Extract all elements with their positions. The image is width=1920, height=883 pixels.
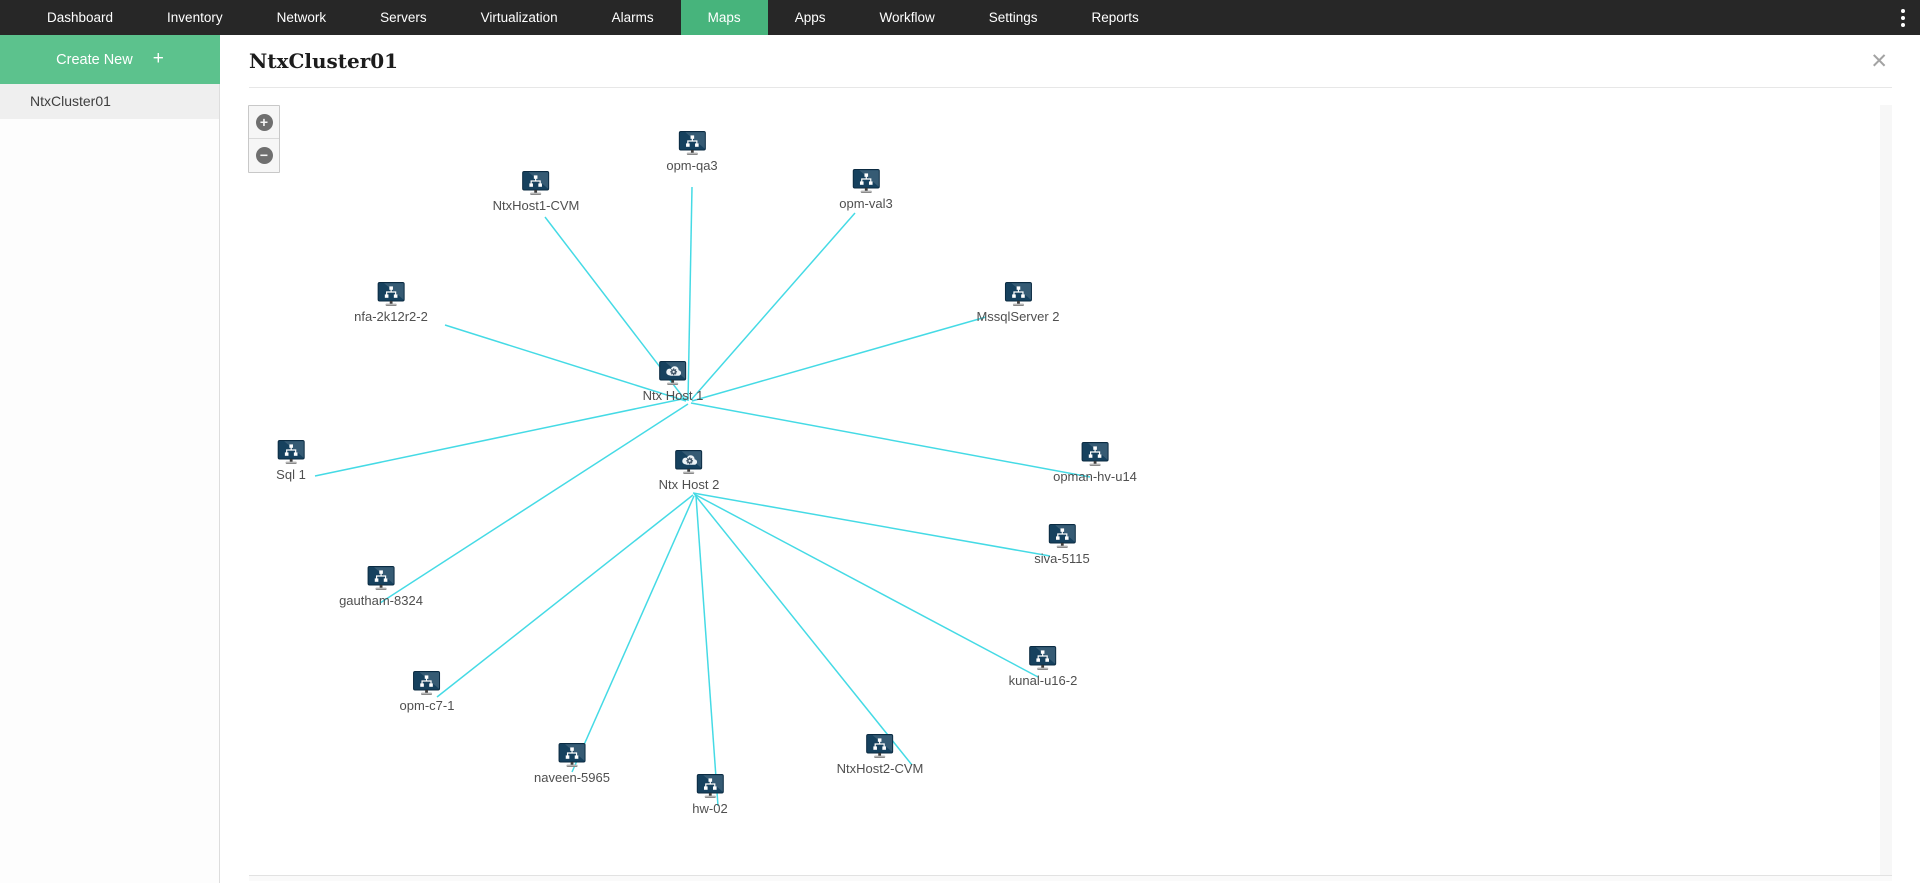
top-nav: Dashboard Inventory Network Servers Virtuali…	[0, 0, 1920, 35]
server-monitor-icon	[1048, 524, 1076, 550]
create-new-button[interactable]: Create New +	[0, 35, 220, 84]
page-title: NtxCluster01	[249, 49, 399, 73]
server-monitor-icon	[277, 440, 305, 466]
node-label: Sql 1	[276, 467, 306, 482]
edge-opm-val3-ntx-host-1	[690, 212, 856, 401]
nav-tabs: Dashboard Inventory Network Servers Virtuali…	[0, 0, 1166, 35]
nav-tab-workflow[interactable]: Workflow	[879, 10, 935, 25]
server-monitor-icon	[852, 169, 880, 195]
host-cloud-gear-icon	[675, 450, 703, 476]
node-label: MssqlServer 2	[976, 309, 1060, 324]
node-nfa-2k12r2-2[interactable]: nfa-2k12r2-2	[354, 282, 428, 324]
node-ntxhost1-cvm[interactable]: NtxHost1-CVM	[492, 171, 580, 213]
close-icon[interactable]: ✕	[1870, 49, 1888, 73]
nav-tab-dashboard[interactable]: Dashboard	[47, 10, 114, 25]
edge-mssqlserver-2-ntx-host-1	[691, 316, 987, 402]
node-siva-5115[interactable]: siva-5115	[1034, 524, 1090, 566]
nav-tab-inventory[interactable]: Inventory	[167, 10, 223, 25]
server-monitor-icon	[522, 171, 550, 197]
edge-naveen-5965-ntx-host-2	[571, 495, 695, 773]
node-hw-02[interactable]: hw-02	[692, 774, 728, 816]
sidebar-item-ntxcluster01[interactable]: NtxCluster01	[0, 84, 219, 119]
node-label: gautham-8324	[339, 593, 423, 608]
server-monitor-icon	[678, 131, 706, 157]
host-cloud-gear-icon	[659, 361, 687, 387]
edge-opm-c7-1-ntx-host-2	[436, 494, 694, 698]
node-label: kunal-u16-2	[1008, 673, 1078, 688]
node-mssqlserver-2[interactable]: MssqlServer 2	[976, 282, 1060, 324]
nav-tab-apps[interactable]: Apps	[794, 10, 826, 25]
edge-siva-5115-ntx-host-2	[692, 492, 1051, 557]
edge-gautham-8324-ntx-host-1	[379, 403, 689, 604]
kebab-menu-icon[interactable]	[1892, 0, 1914, 35]
node-ntx-host-1[interactable]: Ntx Host 1	[642, 361, 704, 403]
nav-tab-settings[interactable]: Settings	[988, 10, 1038, 25]
node-sql-1[interactable]: Sql 1	[276, 440, 306, 482]
server-monitor-icon	[377, 282, 405, 308]
node-ntxhost2-cvm[interactable]: NtxHost2-CVM	[836, 734, 924, 776]
node-opm-c7-1[interactable]: opm-c7-1	[399, 671, 455, 713]
nav-tab-maps[interactable]: Maps	[680, 0, 768, 35]
horizontal-scrollbar[interactable]	[249, 875, 1892, 881]
server-monitor-icon	[1029, 646, 1057, 672]
node-label: opman-hv-u14	[1053, 469, 1137, 484]
zoom-in-button[interactable]: +	[249, 106, 279, 139]
edge-ntxhost2-cvm-ntx-host-2	[694, 494, 913, 766]
sidebar-list: NtxCluster01	[0, 84, 219, 119]
node-label: opm-c7-1	[399, 698, 455, 713]
node-naveen-5965[interactable]: naveen-5965	[534, 743, 610, 785]
plus-icon: +	[152, 47, 164, 69]
server-monitor-icon	[413, 671, 441, 697]
node-label: nfa-2k12r2-2	[354, 309, 428, 324]
server-monitor-icon	[367, 566, 395, 592]
create-new-label: Create New	[56, 51, 133, 68]
node-kunal-u16-2[interactable]: kunal-u16-2	[1008, 646, 1078, 688]
map-header: NtxCluster01 ✕	[249, 35, 1892, 88]
sidebar: Create New + NtxCluster01	[0, 35, 220, 883]
zoom-out-button[interactable]: −	[249, 139, 279, 172]
node-opm-qa3[interactable]: opm-qa3	[666, 131, 718, 173]
edge-opman-hv-u14-ntx-host-1	[690, 402, 1091, 478]
node-opm-val3[interactable]: opm-val3	[839, 169, 893, 211]
node-ntx-host-2[interactable]: Ntx Host 2	[658, 450, 720, 492]
node-gautham-8324[interactable]: gautham-8324	[339, 566, 423, 608]
node-label: opm-qa3	[666, 158, 718, 173]
server-monitor-icon	[696, 774, 724, 800]
server-monitor-icon	[1081, 442, 1109, 468]
nav-tab-virtualization[interactable]: Virtualization	[480, 10, 558, 25]
zoom-in-icon: +	[255, 113, 273, 131]
node-opman-hv-u14[interactable]: opman-hv-u14	[1053, 442, 1137, 484]
edge-kunal-u16-2-ntx-host-2	[693, 493, 1039, 678]
node-label: siva-5115	[1034, 551, 1090, 566]
server-monitor-icon	[558, 743, 586, 769]
nav-tab-network[interactable]: Network	[276, 10, 327, 25]
edge-hw-02-ntx-host-2	[695, 495, 719, 807]
node-label: opm-val3	[839, 196, 893, 211]
node-label: NtxHost1-CVM	[492, 198, 580, 213]
nav-tab-servers[interactable]: Servers	[380, 10, 427, 25]
node-label: hw-02	[692, 801, 728, 816]
vertical-scrollbar[interactable]	[1880, 105, 1892, 879]
node-label: NtxHost2-CVM	[836, 761, 924, 776]
edge-sql-1-ntx-host-1	[314, 397, 688, 477]
node-label: Ntx Host 2	[658, 477, 720, 492]
server-monitor-icon	[1004, 282, 1032, 308]
nav-tab-reports[interactable]: Reports	[1091, 10, 1139, 25]
zoom-out-icon: −	[255, 147, 273, 164]
server-monitor-icon	[866, 734, 894, 760]
node-label: Ntx Host 1	[642, 388, 704, 403]
zoom-controls: + −	[248, 105, 280, 173]
node-label: naveen-5965	[534, 770, 610, 785]
nav-tab-alarms[interactable]: Alarms	[611, 10, 654, 25]
